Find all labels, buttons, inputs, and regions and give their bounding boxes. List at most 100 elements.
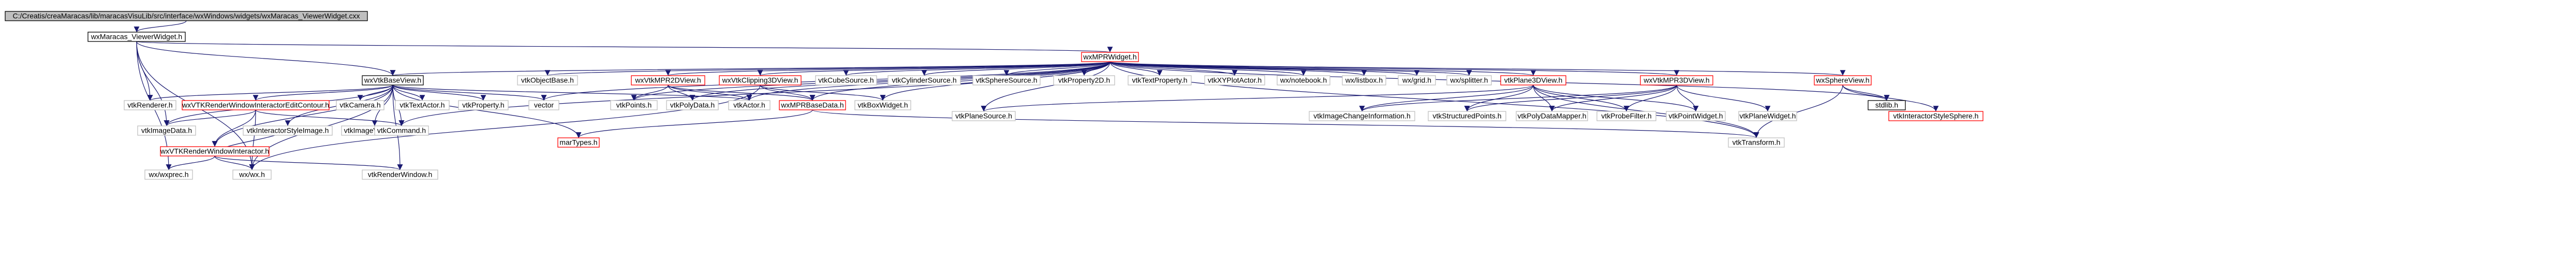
node-vector[interactable]: vector xyxy=(528,100,559,110)
node-vtkboxwidget-h[interactable]: vtkBoxWidget.h xyxy=(854,100,911,110)
node-wxvtkmpr3dview-h[interactable]: wxVtkMPR3DView.h xyxy=(1640,75,1713,86)
node-wxvtkbaseview-h[interactable]: wxVtkBaseView.h xyxy=(362,75,424,86)
node-splitter-h[interactable]: wx/splitter.h xyxy=(1446,75,1492,86)
node-wxmaracas-viewerwidget-h[interactable]: wxMaracas_ViewerWidget.h xyxy=(87,32,186,42)
node-vtktextactor-h[interactable]: vtkTextActor.h xyxy=(395,100,450,110)
node-vtkplanesource-h[interactable]: vtkPlaneSource.h xyxy=(952,111,1016,121)
node-vtkcommand-h[interactable]: vtkCommand.h xyxy=(374,125,429,136)
edge-mpr3dview-to-planewidget xyxy=(1676,84,1771,112)
node-vtktextproperty-h[interactable]: vtkTextProperty.h xyxy=(1128,75,1192,86)
node-vtkimagechangeinformation-h[interactable]: vtkImageChangeInformation.h xyxy=(1309,111,1415,121)
node-vtkobjectbase-h[interactable]: vtkObjectBase.h xyxy=(517,75,578,86)
node-label: marTypes.h xyxy=(559,138,597,147)
node-wxprec-h[interactable]: wx/wxprec.h xyxy=(144,169,193,180)
node-vtkcylindersource-h[interactable]: vtkCylinderSource.h xyxy=(887,75,961,86)
node-vtkspheresource-h[interactable]: vtkSphereSource.h xyxy=(972,75,1041,86)
node-martypes-h[interactable]: marTypes.h xyxy=(557,137,600,148)
node-vtkcubesource-h[interactable]: vtkCubeSource.h xyxy=(815,75,877,86)
node-wxvtkrenderwindowinteractor-h[interactable]: wxVTKRenderWindowInteractor.h xyxy=(160,146,270,157)
node-label: wxMaracas_ViewerWidget.h xyxy=(91,33,182,41)
node-label: stdlib.h xyxy=(1875,101,1898,109)
node-wxmprbasedata-h[interactable]: wxMPRBaseData.h xyxy=(779,100,846,110)
node-vtkpolydata-h[interactable]: vtkPolyData.h xyxy=(666,100,719,110)
node-vtkimagedata-h[interactable]: vtkImageData.h xyxy=(137,125,196,136)
node-box xyxy=(1446,75,1492,86)
node-vtkinteractorstyleimage-h[interactable]: vtkInteractorStyleImage.h xyxy=(243,125,333,136)
node-vtkpoints-h[interactable]: vtkPoints.h xyxy=(610,100,658,110)
node-label: vtkRenderWindow.h xyxy=(368,170,433,179)
node-box xyxy=(1428,111,1506,121)
node-label: vtkInteractorStyleSphere.h xyxy=(1893,112,1979,120)
node-label: vtkPoints.h xyxy=(616,101,652,109)
node-box xyxy=(1666,111,1726,121)
node-vtkrenderer-h[interactable]: vtkRenderer.h xyxy=(124,100,176,110)
node-vtktransform-h[interactable]: vtkTransform.h xyxy=(1728,137,1785,148)
node-label: wxVtkMPR2DView.h xyxy=(634,76,701,84)
node-wxmprwidget-h[interactable]: wxMPRWidget.h xyxy=(1081,52,1139,62)
node-box xyxy=(517,75,578,86)
node-wxmaracas-viewerwidget-cxx[interactable]: C:/Creatis/creaMaracas/lib/maracasVisuLi… xyxy=(5,11,368,21)
node-vtkstructuredpoints-h[interactable]: vtkStructuredPoints.h xyxy=(1428,111,1506,121)
node-box xyxy=(728,100,771,110)
node-vtkpointwidget-h[interactable]: vtkPointWidget.h xyxy=(1666,111,1726,121)
node-box xyxy=(182,100,330,110)
node-vtkproperty-h[interactable]: vtkProperty.h xyxy=(458,100,509,110)
node-label: wxVtkBaseView.h xyxy=(364,76,421,84)
node-box xyxy=(336,100,384,110)
edge-vtkbase-to-editcontour xyxy=(253,84,393,101)
node-box xyxy=(1128,75,1192,86)
edge-viewerwidget-to-mpr xyxy=(136,41,1112,53)
node-label: C:/Creatis/creaMaracas/lib/maracasVisuLi… xyxy=(13,12,360,20)
edge-vtkbase-to-vector xyxy=(392,84,547,101)
node-box xyxy=(719,75,802,86)
node-label: vtkTransform.h xyxy=(1733,138,1781,147)
edge-viewerwidget-to-vtkbase xyxy=(136,41,396,76)
edge-mprbasedata-to-martypes xyxy=(575,109,813,138)
node-notebook-h[interactable]: wx/notebook.h xyxy=(1277,75,1330,86)
node-box xyxy=(1868,100,1906,110)
node-vtkplanewidget-h[interactable]: vtkPlaneWidget.h xyxy=(1738,111,1797,121)
node-box xyxy=(232,169,272,180)
edge-mpr-to-clipping xyxy=(758,61,1111,76)
node-box xyxy=(1500,75,1566,86)
node-label: wx/grid.h xyxy=(1402,76,1431,84)
node-box xyxy=(395,100,450,110)
edge-mpr-to-spheresource xyxy=(1003,61,1111,76)
node-label: vtkTextProperty.h xyxy=(1132,76,1187,84)
node-label: vtkProperty2D.h xyxy=(1058,76,1110,84)
node-grid-h[interactable]: wx/grid.h xyxy=(1398,75,1436,86)
node-stdlib-h[interactable]: stdlib.h xyxy=(1868,100,1906,110)
node-label: wxVTKRenderWindowInteractorEditContour.h xyxy=(182,101,329,109)
node-vtkactor-h[interactable]: vtkActor.h xyxy=(728,100,771,110)
edge-mpr-to-cubesource xyxy=(843,61,1111,76)
node-box xyxy=(243,125,333,136)
node-label: wxVtkClipping3DView.h xyxy=(722,76,798,84)
node-box xyxy=(1728,137,1785,148)
node-wxvtkrenderwindowinteractoreditcontour-h[interactable]: wxVTKRenderWindowInteractorEditContour.h xyxy=(182,100,330,110)
node-wxsphereview-h[interactable]: wxSphereView.h xyxy=(1814,75,1872,86)
node-wxvtkmpr2dview-h[interactable]: wxVtkMPR2DView.h xyxy=(631,75,705,86)
node-label: vector xyxy=(534,101,554,109)
node-box xyxy=(1640,75,1713,86)
node-vtkinteractorstylesphere-h[interactable]: vtkInteractorStyleSphere.h xyxy=(1888,111,1983,121)
node-box xyxy=(779,100,846,110)
node-wxvtkclipping3dview-h[interactable]: wxVtkClipping3DView.h xyxy=(719,75,802,86)
node-vtkcamera-h[interactable]: vtkCamera.h xyxy=(336,100,384,110)
node-label: vtkSphereSource.h xyxy=(975,76,1037,84)
edge-vtkbase-to-textactor xyxy=(392,84,425,101)
edge-mprbasedata-to-transform xyxy=(812,109,1759,138)
edge-mpr-to-planesource xyxy=(981,61,1111,112)
node-vtkplane3dview-h[interactable]: vtkPlane3DView.h xyxy=(1500,75,1566,86)
node-label: wxVtkMPR3DView.h xyxy=(1643,76,1709,84)
edge-plane3d-to-imagechange xyxy=(1359,84,1534,112)
node-vtkxyplotactor-h[interactable]: vtkXYPlotActor.h xyxy=(1204,75,1265,86)
node-vtkrenderwindow-h[interactable]: vtkRenderWindow.h xyxy=(362,169,438,180)
node-vtkprobefilter-h[interactable]: vtkProbeFilter.h xyxy=(1596,111,1656,121)
node-vtkpolydatamapper-h[interactable]: vtkPolyDataMapper.h xyxy=(1516,111,1588,121)
node-label: wx/wxprec.h xyxy=(148,170,188,179)
edge-mpr2dview-to-actor xyxy=(668,84,752,101)
node-listbox-h[interactable]: wx/listbox.h xyxy=(1342,75,1386,86)
node-wx-h[interactable]: wx/wx.h xyxy=(232,169,272,180)
node-vtkproperty2d-h[interactable]: vtkProperty2D.h xyxy=(1053,75,1115,86)
edge-mpr3dview-to-pointwidget xyxy=(1676,84,1699,112)
